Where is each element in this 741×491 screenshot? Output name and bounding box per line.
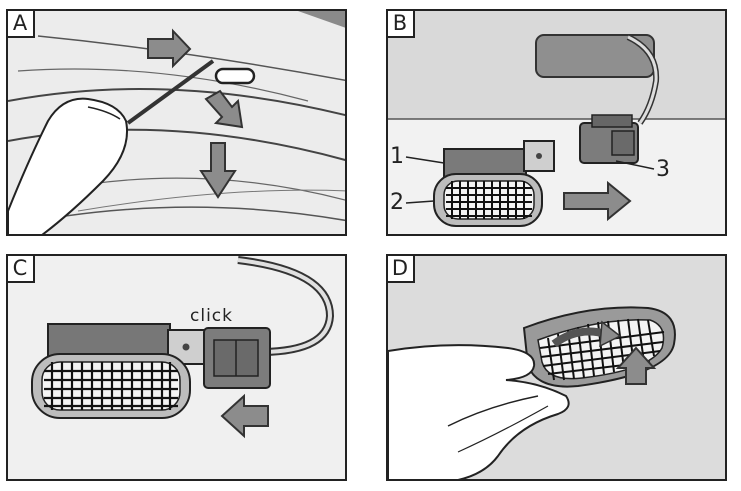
panel-label-d: D: [388, 256, 415, 283]
hand: [8, 97, 128, 234]
panel-label-b: B: [388, 11, 415, 38]
panel-a-illustration: [8, 11, 345, 234]
arrow-down-right-icon: [204, 89, 244, 129]
panel-b: B: [386, 9, 727, 236]
connector-plug: [203, 327, 271, 389]
arrow-curved-icon: [551, 320, 622, 348]
arrow-left-icon: [220, 393, 269, 439]
callout-2: 2: [390, 190, 404, 215]
grille-face: [31, 353, 191, 419]
panel-d: D: [386, 254, 727, 481]
grille-face: [433, 173, 543, 227]
arrow-right-icon: [563, 180, 632, 222]
clip-slot: [214, 67, 256, 85]
arrow-up-icon: [615, 346, 657, 385]
pry-tool: [126, 59, 215, 125]
panel-c: C: [6, 254, 347, 481]
panel-label-a: A: [8, 11, 35, 38]
panel-b-illustration: [388, 11, 725, 234]
panel-label-c: C: [8, 256, 35, 283]
panel-d-illustration: [388, 256, 725, 479]
panel-c-illustration: [8, 256, 345, 479]
arrow-down-icon: [199, 142, 237, 199]
panel-a: A: [6, 9, 347, 236]
callout-1: 1: [390, 144, 404, 169]
arrow-right-icon: [147, 28, 192, 69]
click-label: click: [190, 306, 233, 326]
callout-3: 3: [656, 157, 670, 182]
connector-plug: [579, 114, 639, 164]
